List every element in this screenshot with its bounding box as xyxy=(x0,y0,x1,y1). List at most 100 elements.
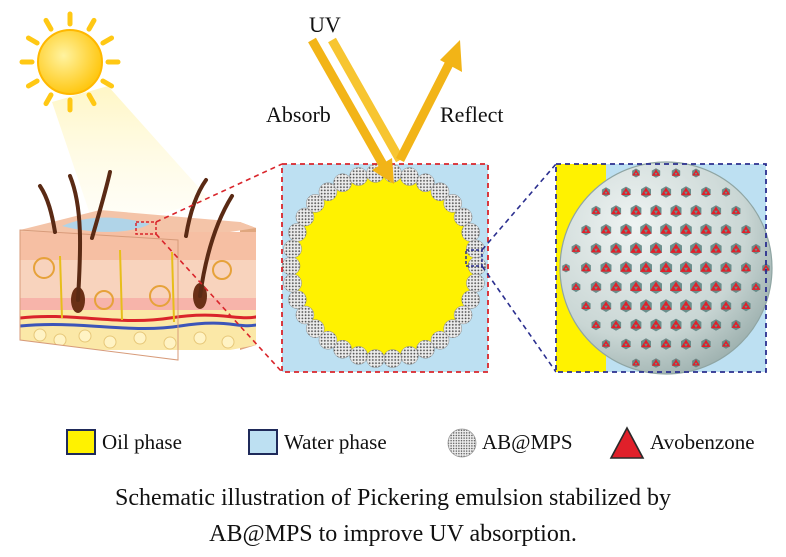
avobenzone-triangle xyxy=(672,281,680,287)
avobenzone-triangle xyxy=(721,343,727,347)
avobenzone-triangle xyxy=(640,228,647,234)
avobenzone-triangle xyxy=(741,228,747,233)
avobenzone-triangle xyxy=(635,172,640,176)
avobenzone-triangle xyxy=(693,359,699,363)
legend-icons xyxy=(447,426,645,459)
avobenzone-triangle xyxy=(645,228,652,234)
avobenzone-triangle xyxy=(663,187,669,192)
avobenzone-triangle xyxy=(662,224,670,230)
avobenzone-triangle xyxy=(702,262,710,268)
avobenzone-triangle xyxy=(710,247,717,253)
avobenzone-triangle xyxy=(671,172,677,176)
zoom-lines-red xyxy=(155,163,283,373)
avobenzone-triangle xyxy=(751,285,757,290)
avobenzone-triangle xyxy=(695,172,700,176)
avobenzone-triangle xyxy=(710,285,717,291)
avobenzone-triangle xyxy=(703,300,709,306)
avobenzone-triangle xyxy=(755,285,761,290)
avobenzone-triangle xyxy=(743,263,749,268)
legend-triangle-icon xyxy=(609,426,645,459)
avobenzone-triangle xyxy=(615,247,622,253)
avobenzone-triangle xyxy=(595,323,601,328)
avobenzone-triangle xyxy=(590,247,597,253)
avobenzone-triangle xyxy=(571,247,577,252)
avobenzone-triangle xyxy=(605,304,612,310)
silica-particle xyxy=(295,305,315,325)
silica-particle xyxy=(288,290,307,309)
avobenzone-triangle xyxy=(670,247,677,253)
avobenzone-triangle xyxy=(650,323,657,329)
hair-strands xyxy=(38,170,234,302)
avobenzone-triangle xyxy=(623,339,629,344)
water-droplet-on-skin xyxy=(62,217,150,232)
avobenzone-triangle xyxy=(660,228,667,234)
avobenzone-triangle xyxy=(625,190,631,196)
avobenzone-triangle xyxy=(650,285,657,291)
emulsion-panel xyxy=(281,163,489,373)
oil-droplet xyxy=(294,176,474,356)
silica-particle xyxy=(318,330,338,350)
avobenzone-triangle xyxy=(745,266,751,272)
avobenzone-triangle xyxy=(603,340,609,344)
avobenzone-triangle xyxy=(730,285,737,291)
avobenzone-triangle xyxy=(620,304,627,310)
avobenzone-triangle xyxy=(665,342,671,348)
avobenzone-triangle xyxy=(671,362,677,366)
avobenzone-triangle xyxy=(692,281,700,287)
avobenzone-triangle xyxy=(583,263,589,268)
avobenzone-triangle xyxy=(585,266,591,272)
avobenzone-triangle xyxy=(640,266,647,272)
silica-particle xyxy=(443,194,462,213)
avobenzone-triangle xyxy=(625,266,632,272)
avobenzone-triangle xyxy=(593,282,599,287)
silica-particle xyxy=(306,194,325,213)
avobenzone-triangle xyxy=(703,187,709,192)
avobenzone-triangle xyxy=(600,228,607,234)
avobenzone-triangle xyxy=(673,359,679,363)
particle-ring xyxy=(281,164,487,368)
zoom-region-skin xyxy=(135,221,157,235)
avobenzone-triangle xyxy=(745,228,751,233)
caption-line-1: Schematic illustration of Pickering emul… xyxy=(115,485,671,511)
avobenzone-triangle xyxy=(603,188,609,192)
avobenzone-triangle xyxy=(613,243,619,249)
avobenzone-triangle xyxy=(672,243,680,249)
avobenzone-triangle xyxy=(593,320,599,325)
avobenzone-triangle xyxy=(630,323,637,329)
avobenzone-triangle xyxy=(661,190,667,196)
avobenzone-triangle xyxy=(613,206,619,211)
avobenzone-triangle xyxy=(655,172,661,176)
avobenzone-triangle xyxy=(701,342,707,348)
avobenzone-triangle xyxy=(735,285,742,291)
avobenzone-triangle xyxy=(630,285,637,291)
avobenzone-triangle xyxy=(643,339,649,344)
avobenzone-triangle xyxy=(715,209,721,215)
avobenzone-triangle xyxy=(741,266,747,272)
avobenzone-triangle xyxy=(690,209,697,215)
avobenzone-triangle xyxy=(581,228,587,233)
avobenzone-triangle xyxy=(745,304,751,309)
silica-particle xyxy=(416,340,435,359)
avobenzone-triangle xyxy=(660,266,667,272)
avobenzone-triangle xyxy=(685,228,692,234)
avobenzone-triangle xyxy=(695,209,702,215)
water-phase-swatch xyxy=(248,429,278,455)
legend-label: Water phase xyxy=(284,429,387,454)
avobenzone-triangle xyxy=(632,243,640,249)
avobenzone-triangle xyxy=(670,285,677,291)
silica-particle xyxy=(443,319,462,338)
avobenzone-triangle xyxy=(695,362,700,366)
avobenzone-triangle xyxy=(703,339,709,344)
sunlight-beam xyxy=(52,86,210,232)
avobenzone-triangle xyxy=(632,362,637,366)
avobenzone-triangle xyxy=(633,206,639,211)
avobenzone-triangle xyxy=(655,323,662,329)
avobenzone-triangle xyxy=(723,340,729,344)
avobenzone-triangle xyxy=(591,209,597,214)
avobenzone-triangle xyxy=(633,320,639,325)
uv-arrows xyxy=(308,37,462,184)
avobenzone-triangle xyxy=(713,281,719,287)
avobenzone-triangle xyxy=(690,247,697,253)
avobenzone-triangle xyxy=(735,209,741,214)
